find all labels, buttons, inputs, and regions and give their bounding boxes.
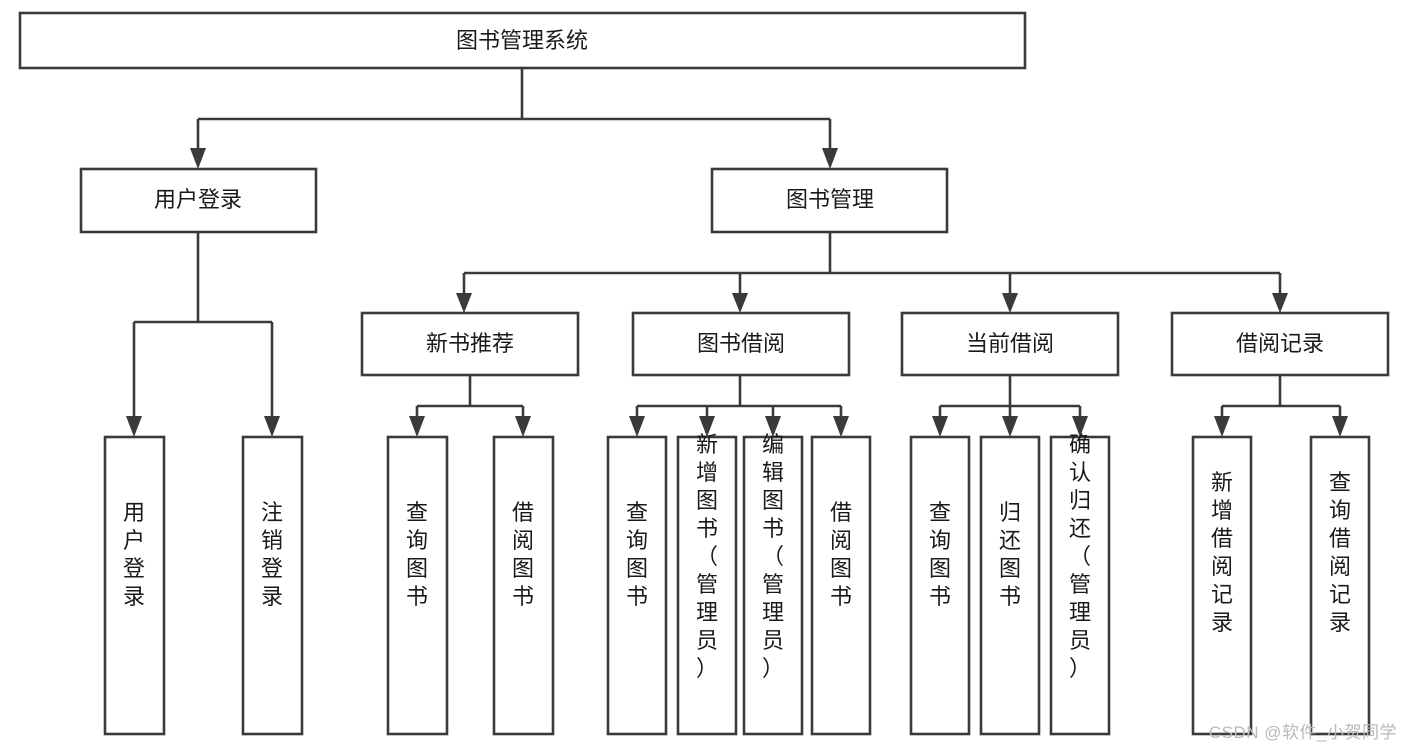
node-label-book-borrow: 图书借阅 (697, 331, 785, 356)
node-box (386, 435, 449, 736)
node-box (742, 435, 804, 736)
node-book-management[interactable]: 图书管理 (710, 167, 949, 234)
leaf-label-borrow-book-nb: 借阅图书 (512, 500, 534, 609)
arrowhead-login-leaf-1 (126, 416, 142, 437)
leaf-label-query-book-bb: 查询图书 (626, 500, 648, 609)
leaf-add-borrow-record[interactable]: 新增借阅记录 (1191, 435, 1253, 736)
arrowhead-br-leaf-2 (1332, 416, 1348, 437)
arrowhead-currentborrow (1002, 293, 1018, 313)
node-user-login[interactable]: 用户登录 (79, 167, 318, 234)
node-current-borrow[interactable]: 当前借阅 (900, 311, 1120, 377)
arrowhead-nb-leaf-2 (515, 416, 531, 437)
leaf-label-borrow-book-bb: 借阅图书 (830, 500, 852, 609)
connector-layer (126, 68, 1348, 437)
leaf-label-confirm-return-admin: 确认归还（管理员） (1069, 432, 1091, 681)
leaf-query-book-bb[interactable]: 查询图书 (606, 435, 668, 736)
arrowhead-borrowbook (732, 293, 748, 313)
arrowhead-bb-leaf-3 (765, 416, 781, 437)
node-box (492, 435, 555, 736)
leaf-label-query-book-cb: 查询图书 (929, 500, 951, 609)
node-box (18, 11, 1027, 70)
node-borrow-record[interactable]: 借阅记录 (1170, 311, 1390, 377)
node-box (909, 435, 971, 736)
node-box (79, 167, 318, 234)
node-box (979, 435, 1041, 736)
leaf-query-book-cb[interactable]: 查询图书 (909, 435, 971, 736)
arrowhead-login-leaf-2 (264, 416, 280, 437)
node-box (1170, 311, 1390, 377)
node-box (1049, 435, 1111, 736)
arrowhead-cb-leaf-1 (932, 416, 948, 437)
csdn-watermark: CSDN @软件_小贺同学 (1208, 723, 1397, 742)
leaf-label-add-book-admin: 新增图书（管理员） (696, 432, 718, 681)
arrowhead-newbook (456, 293, 472, 313)
node-box (810, 435, 872, 736)
node-label-book-management: 图书管理 (786, 187, 874, 212)
node-label-new-book-recommend: 新书推荐 (426, 331, 514, 356)
node-label-current-borrow: 当前借阅 (966, 331, 1054, 356)
node-box (241, 435, 304, 736)
node-new-book-recommend[interactable]: 新书推荐 (360, 311, 580, 377)
leaf-label-edit-book-admin: 编辑图书（管理员） (762, 432, 784, 681)
node-label-user-login: 用户登录 (154, 187, 242, 212)
leaf-label-query-book-nb: 查询图书 (406, 500, 428, 609)
node-box (360, 311, 580, 377)
node-label-borrow-record: 借阅记录 (1236, 331, 1324, 356)
node-box (1191, 435, 1253, 736)
arrowhead-borrowrecord (1272, 293, 1288, 313)
node-box (1309, 435, 1371, 736)
node-box (606, 435, 668, 736)
leaf-label-logout: 注销登录 (261, 500, 283, 609)
arrowhead-login (190, 148, 206, 169)
arrowhead-bookmgmt (822, 148, 838, 169)
arrowhead-bb-leaf-4 (833, 416, 849, 437)
arrowhead-cb-leaf-2 (1002, 416, 1018, 437)
node-root-system[interactable]: 图书管理系统 (18, 11, 1027, 70)
arrowhead-bb-leaf-2 (699, 416, 715, 437)
leaf-return-book[interactable]: 归还图书 (979, 435, 1041, 736)
arrowhead-bb-leaf-1 (629, 416, 645, 437)
leaf-label-user-login: 用户登录 (123, 500, 145, 609)
leaf-label-return-book: 归还图书 (999, 500, 1021, 609)
leaf-logout[interactable]: 注销登录 (241, 435, 304, 736)
leaf-borrow-book-bb[interactable]: 借阅图书 (810, 435, 872, 736)
node-book-borrow[interactable]: 图书借阅 (631, 311, 851, 377)
leaf-confirm-return-admin[interactable]: 确认归还（管理员） (1049, 432, 1111, 736)
node-box (900, 311, 1120, 377)
leaf-edit-book-admin[interactable]: 编辑图书（管理员） (742, 432, 804, 736)
node-label-root: 图书管理系统 (456, 28, 588, 53)
leaf-label-query-borrow-record: 查询借阅记录 (1329, 470, 1351, 635)
leaf-label-add-borrow-record: 新增借阅记录 (1211, 470, 1233, 635)
leaf-add-book-admin[interactable]: 新增图书（管理员） (676, 432, 738, 736)
leaf-borrow-book-nb[interactable]: 借阅图书 (492, 435, 555, 736)
arrowhead-br-leaf-1 (1214, 416, 1230, 437)
node-box (710, 167, 949, 234)
leaf-query-borrow-record[interactable]: 查询借阅记录 (1309, 435, 1371, 736)
node-box (631, 311, 851, 377)
node-box (103, 435, 166, 736)
arrowhead-cb-leaf-3 (1072, 416, 1088, 437)
leaf-user-login[interactable]: 用户登录 (103, 435, 166, 736)
leaf-query-book-nb[interactable]: 查询图书 (386, 435, 449, 736)
node-box (676, 435, 738, 736)
arrowhead-nb-leaf-1 (409, 416, 425, 437)
